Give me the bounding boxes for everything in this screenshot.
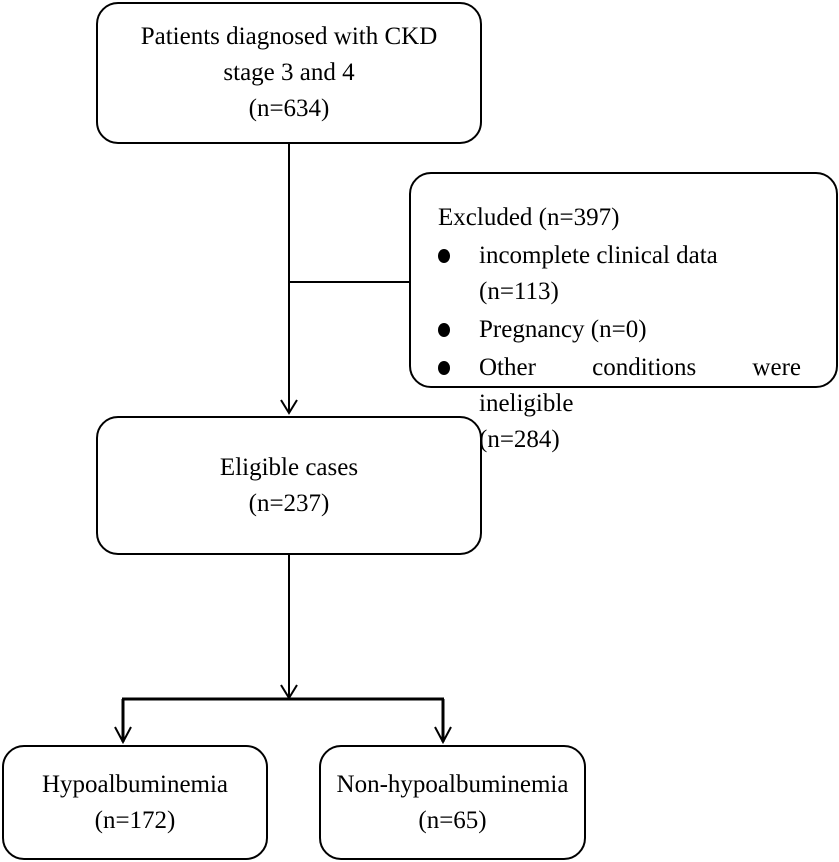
- patients-count: (n=634): [248, 95, 330, 122]
- excluded-item: Pregnancy (n=0): [438, 312, 836, 348]
- excluded-item-text: incomplete clinical data (n=113): [479, 242, 718, 305]
- excluded-list: incomplete clinical data (n=113) Pregnan…: [438, 238, 836, 422]
- non-hypoalbuminemia-box: Non-hypoalbuminemia (n=65): [319, 745, 586, 860]
- excluded-item: Other conditions were ineligible: [438, 350, 836, 422]
- hypoalbuminemia-box: Hypoalbuminemia (n=172): [2, 745, 268, 860]
- arrowhead-hypo: [114, 726, 132, 745]
- nonhypo-label: Non-hypoalbuminemia: [336, 770, 569, 798]
- excluded-title: Excluded (n=397): [438, 204, 620, 231]
- arrowhead-nonhypo: [434, 726, 452, 745]
- nonhypo-count: (n=65): [418, 806, 487, 834]
- excluded-item-text: Other conditions were ineligible: [479, 354, 801, 417]
- bullet-icon: [438, 361, 450, 375]
- eligible-box: Eligible cases (n=237): [96, 416, 482, 555]
- eligible-label: Eligible cases: [219, 453, 359, 481]
- excluded-item-text: Pregnancy (n=0): [479, 316, 647, 343]
- patients-line1: Patients diagnosed with CKD: [140, 23, 438, 50]
- excluded-box: Excluded (n=397) incomplete clinical dat…: [409, 172, 838, 453]
- excluded-item-continuation: (n=284): [479, 426, 560, 453]
- hypo-label: Hypoalbuminemia: [41, 770, 229, 798]
- arrowhead-eligible: [280, 399, 298, 415]
- eligible-count: (n=237): [248, 489, 330, 517]
- bullet-icon: [438, 249, 450, 263]
- hypo-count: (n=172): [94, 806, 176, 834]
- patients-line2: stage 3 and 4: [223, 59, 355, 86]
- bullet-icon: [438, 323, 450, 337]
- excluded-item: incomplete clinical data (n=113): [438, 238, 836, 310]
- patients-box: Patients diagnosed with CKD stage 3 and …: [96, 2, 482, 144]
